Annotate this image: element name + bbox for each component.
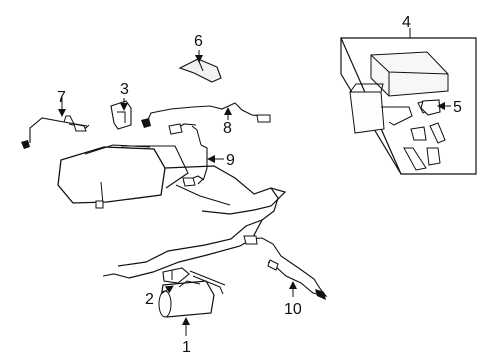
- callout-5-label: 5: [453, 99, 462, 116]
- callout-10-label: 10: [284, 301, 302, 318]
- callout-7-label: 7: [57, 89, 66, 106]
- sensor-part-7: [21, 115, 90, 149]
- callout-2-label: 2: [145, 291, 154, 308]
- callout-6-label: 6: [194, 33, 203, 50]
- callout-8-label: 8: [223, 120, 232, 137]
- callout-3-label: 3: [120, 81, 129, 98]
- bracket-part-3: [110, 100, 132, 130]
- bracket-part-2: [162, 267, 190, 284]
- cover-part-6: [178, 58, 222, 83]
- sensor-part-10: [243, 235, 328, 300]
- callout-4-label: 4: [402, 14, 411, 31]
- leader-lines: [58, 28, 451, 336]
- valve-part-5: [420, 99, 441, 116]
- callout-9-label: 9: [226, 152, 235, 169]
- intake-assembly: [57, 144, 287, 279]
- callout-1-label: 1: [182, 339, 191, 356]
- sensor-part-9: [182, 144, 208, 187]
- sensor-part-8: [141, 102, 271, 146]
